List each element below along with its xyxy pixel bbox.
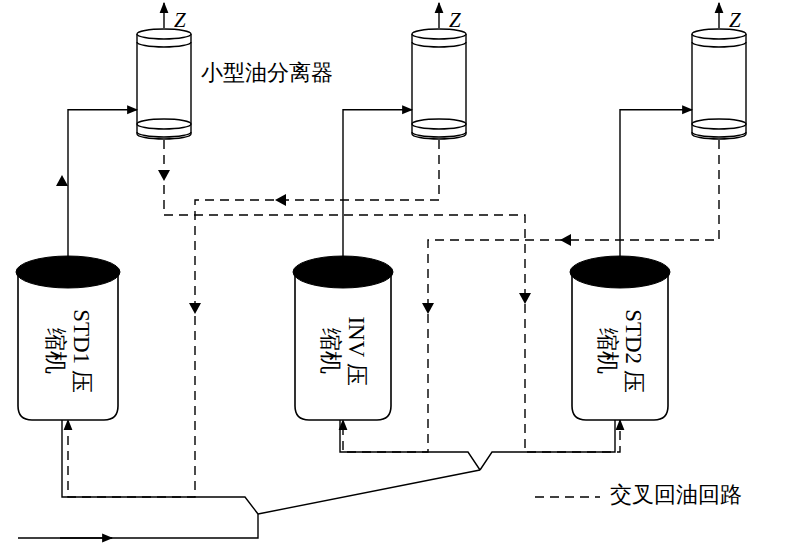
outlet-label: Z [449, 10, 461, 31]
discharge-line [68, 110, 137, 256]
suction-branch [480, 420, 615, 470]
suction-inlet [18, 514, 258, 538]
oil-return-line [68, 140, 439, 497]
legend-text: 交叉回油回路 [610, 482, 742, 508]
inlet-arrow [60, 537, 112, 538]
oil-separator [412, 28, 466, 140]
oil-separator [692, 28, 746, 140]
part-label: 小型油分离器 [201, 60, 333, 86]
discharge-line [620, 110, 692, 256]
compressor-label: INV 压缩机 [317, 309, 370, 393]
separator-outline [137, 28, 191, 140]
outlet-arrow [718, 3, 719, 28]
compressor-label: STD1 压缩机 [42, 309, 95, 393]
legend-sample [535, 496, 600, 497]
outlet-label: Z [729, 10, 741, 31]
suction-branch [340, 420, 480, 470]
discharge-line [343, 110, 412, 256]
outlet-label: Z [174, 10, 186, 31]
oil-separator: 小型油分离器 [137, 28, 191, 140]
suction-branch [258, 470, 480, 514]
outlet-arrow [438, 3, 439, 28]
outlet-arrow [163, 3, 164, 28]
suction-branch [62, 420, 258, 514]
compressor: STD1 压缩机 [18, 256, 118, 420]
compressor: INV 压缩机 [295, 256, 391, 420]
separator-outline [692, 28, 746, 140]
oil-return-line [164, 140, 620, 452]
compressor: STD2 压缩机 [572, 256, 668, 420]
separator-outline [412, 28, 466, 140]
oil-return-line [343, 140, 719, 452]
flow-arrow [56, 175, 68, 186]
compressor-label: STD2 压缩机 [594, 309, 647, 393]
